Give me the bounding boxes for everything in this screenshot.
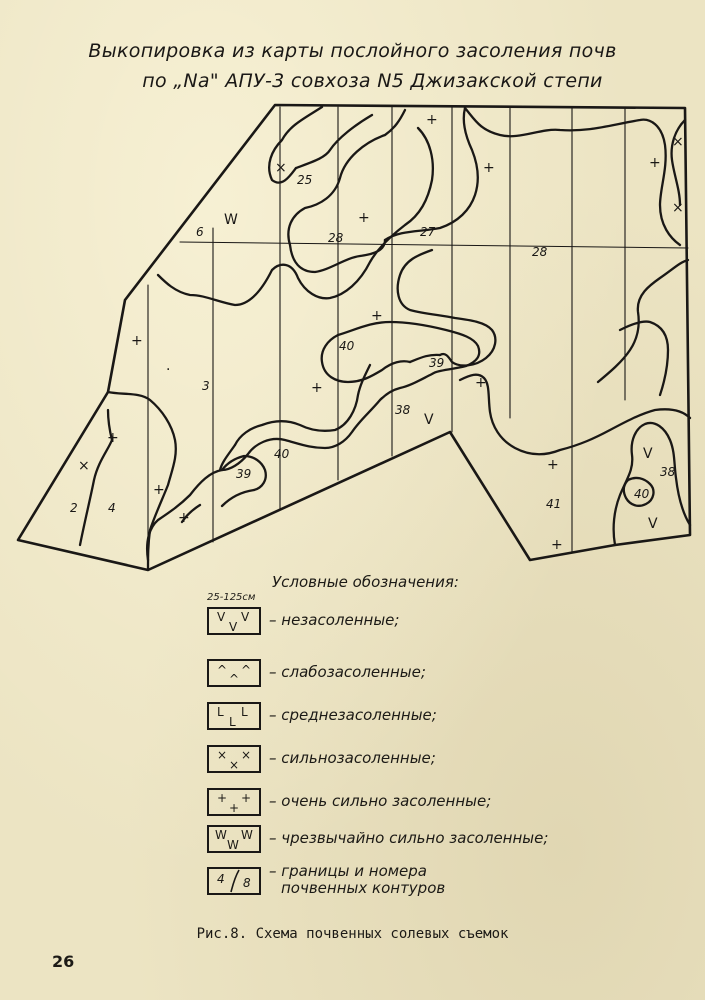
- v-symbol: V: [424, 412, 434, 428]
- legend-swatch-symbol: W: [241, 828, 253, 842]
- legend-swatch-symbol: 8: [243, 876, 251, 890]
- legend-swatch-symbol: V: [241, 610, 250, 624]
- contour-label: 3: [202, 379, 210, 393]
- plus-symbol: +: [551, 537, 563, 553]
- contour-label: 40: [634, 487, 650, 501]
- salinity-symbols: + + + + + + + + + + + + + × × × × V V V …: [78, 112, 684, 553]
- legend-label: – незасоленные;: [269, 611, 400, 629]
- legend-label: – границы и номера почвенных контуров: [269, 863, 445, 897]
- legend-swatch-symbol: +: [241, 791, 252, 805]
- legend-swatch-symbol: 4: [217, 872, 225, 886]
- contour-label: 27: [420, 225, 436, 239]
- legend-swatch: + + +: [207, 788, 261, 816]
- legend-swatch-symbol: ^: [241, 663, 252, 677]
- grid-lines-vertical: [147, 106, 626, 571]
- contour-label: 28: [532, 245, 548, 259]
- contour-label: 6: [196, 225, 204, 239]
- plus-symbol: +: [178, 510, 190, 526]
- legend-label: – очень сильно засоленные;: [269, 792, 492, 810]
- legend-swatch-symbol: ^: [229, 672, 240, 686]
- contour-label: 2: [70, 501, 78, 515]
- v-symbol: V: [648, 516, 658, 532]
- legend-label-line-2: почвенных контуров: [281, 879, 446, 897]
- legend-swatch-symbol: +: [217, 791, 228, 805]
- plus-symbol: +: [131, 333, 143, 349]
- legend-label-line-1: – границы и номера: [269, 862, 427, 880]
- legend-swatch-symbol: V: [217, 610, 226, 624]
- plus-symbol: +: [358, 210, 370, 226]
- legend-swatch-symbol: ×: [217, 748, 228, 762]
- legend-swatch-symbol: ×: [229, 758, 240, 772]
- legend-swatch: × × ×: [207, 745, 261, 773]
- legend-swatch-symbol: L: [229, 715, 236, 729]
- plus-symbol: +: [107, 430, 119, 446]
- legend-swatch-symbol: V: [229, 620, 238, 634]
- soil-salinity-map: 25 6 28 27 28 40 39 3 38 40 39 2 4 41 38…: [16, 103, 692, 572]
- contour-label: 41: [546, 497, 561, 511]
- point-symbol: ·: [166, 362, 170, 378]
- legend-title: Условные обозначения:: [272, 573, 459, 591]
- legend-swatch: L L L: [207, 702, 261, 730]
- contour-label: 39: [236, 467, 251, 481]
- legend-label: – чрезвычайно сильно засоленные;: [269, 829, 549, 847]
- contour-label: 40: [339, 339, 355, 353]
- legend-swatch-symbol: W: [215, 828, 227, 842]
- legend-swatch-symbol: ^: [217, 663, 228, 677]
- legend-swatch: V V V: [207, 607, 261, 635]
- contour-label: 28: [328, 231, 344, 245]
- plus-symbol: +: [547, 457, 559, 473]
- legend-swatch: 4 8: [207, 867, 261, 895]
- plus-symbol: +: [649, 155, 661, 171]
- plus-symbol: +: [483, 160, 495, 176]
- cross-symbol: ×: [672, 200, 684, 216]
- contour-label: 38: [660, 465, 676, 479]
- legend-depth-label: 25-125см: [207, 592, 256, 603]
- map-outer-boundary: [16, 103, 692, 572]
- legend-label: – среднезасоленные;: [269, 706, 437, 724]
- page-number: 26: [52, 952, 75, 971]
- cross-symbol: ×: [672, 134, 684, 150]
- legend-boundary-line-icon: [230, 869, 240, 893]
- w-symbol: W: [224, 212, 238, 228]
- legend-swatch-symbol: L: [217, 705, 224, 719]
- legend-swatch-symbol: W: [227, 838, 239, 852]
- map-title-line-2: по „Na" АПУ-3 совхоза N5 Джизакской степ…: [142, 70, 603, 92]
- cross-symbol: ×: [275, 160, 287, 176]
- figure-caption: Рис.8. Схема почвенных солевых съемок: [196, 926, 509, 942]
- contour-label: 4: [108, 501, 116, 515]
- legend-swatch-symbol: L: [241, 705, 248, 719]
- contour-label: 40: [274, 447, 290, 461]
- legend-swatch: ^ ^ ^: [207, 659, 261, 687]
- legend-swatch-symbol: ×: [241, 748, 252, 762]
- contour-label: 38: [395, 403, 411, 417]
- plus-symbol: +: [426, 112, 438, 128]
- soil-contour-boundaries: [78, 105, 692, 572]
- contour-label: 25: [297, 173, 312, 187]
- cross-symbol: ×: [78, 458, 90, 474]
- v-symbol: V: [643, 446, 653, 462]
- legend-label: – сильнозасоленные;: [269, 749, 436, 767]
- plus-symbol: +: [371, 308, 383, 324]
- map-title-line-1: Выкопировка из карты послойного засолени…: [88, 40, 617, 62]
- legend-swatch-symbol: +: [229, 801, 240, 815]
- plus-symbol: +: [475, 375, 487, 391]
- plus-symbol: +: [153, 482, 165, 498]
- plus-symbol: +: [311, 380, 323, 396]
- contour-labels: 25 6 28 27 28 40 39 3 38 40 39 2 4 41 38…: [70, 173, 676, 515]
- legend-swatch: W W W: [207, 825, 261, 853]
- contour-label: 39: [429, 356, 444, 370]
- grid-line-horizontal: [179, 241, 689, 249]
- legend-label: – слабозасоленные;: [269, 663, 426, 681]
